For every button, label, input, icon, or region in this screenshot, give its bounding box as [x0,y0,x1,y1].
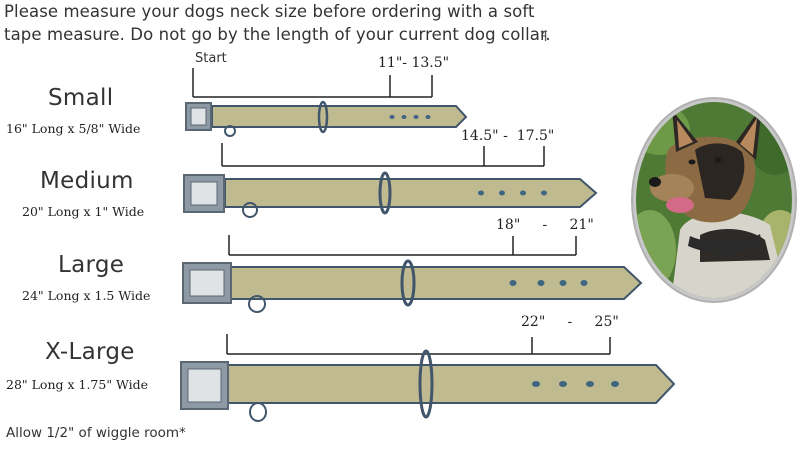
collar-strap [224,178,598,208]
size-title-x-large: X-Large [45,339,135,365]
instructions-line-2: tape measure. Do not go by the length of… [4,25,551,44]
d-ring-icon [224,125,236,137]
collar-strap [229,266,643,300]
size-title-large: Large [58,252,125,278]
range-max-small: 13.5" [411,55,450,71]
collar-large [182,235,643,313]
collar-strap [227,364,676,404]
collar-x-large [180,334,676,422]
range-separator: - [503,128,508,144]
decorative-mark: ꟻ [540,30,548,45]
range-min-medium: 14.5" [461,128,499,144]
d-ring-icon [242,202,258,218]
collar-holes [478,190,547,196]
instructions-line-1: Please measure your dogs neck size befor… [4,2,535,21]
keeper-loop-icon [418,349,434,419]
collar-holes [532,381,619,387]
size-desc-x-large: 28" Long x 1.75" Wide [6,377,149,392]
range-separator: - [542,217,548,233]
collar-medium [183,143,598,218]
range-min-small: 11" [378,55,403,71]
size-title-medium: Medium [40,168,134,194]
keeper-loop-icon [378,171,392,215]
range-max-medium: 17.5" [516,128,555,144]
range-min-large: 18" [496,217,521,233]
d-ring-icon [248,295,266,313]
range-min-x-large: 22" [521,314,546,330]
range-medium: 14.5" - 17.5" [461,128,554,144]
collar-holes [509,280,588,286]
size-desc-large: 24" Long x 1.5 Wide [22,288,151,303]
measurement-instructions: Please measure your dogs neck size befor… [4,0,564,46]
range-max-x-large: 25" [594,314,619,330]
collar-small [185,68,468,137]
range-max-large: 21" [569,217,594,233]
keeper-loop-icon [317,100,329,134]
keeper-loop-icon [400,259,416,307]
start-label: Start [195,51,227,66]
range-x-large: 22" - 25" [521,314,619,330]
size-title-small: Small [48,85,114,111]
size-desc-medium: 20" Long x 1" Wide [22,204,145,219]
range-separator: - [402,55,407,71]
collar-holes [389,115,431,119]
range-large: 18" - 21" [496,217,594,233]
size-desc-small: 16" Long x 5/8" Wide [6,121,141,136]
dog-photo [631,97,797,303]
wiggle-room-note: Allow 1/2" of wiggle room* [6,425,186,441]
d-ring-icon [249,402,267,422]
range-separator: - [567,314,573,330]
range-small: 11"- 13.5" [378,55,449,71]
